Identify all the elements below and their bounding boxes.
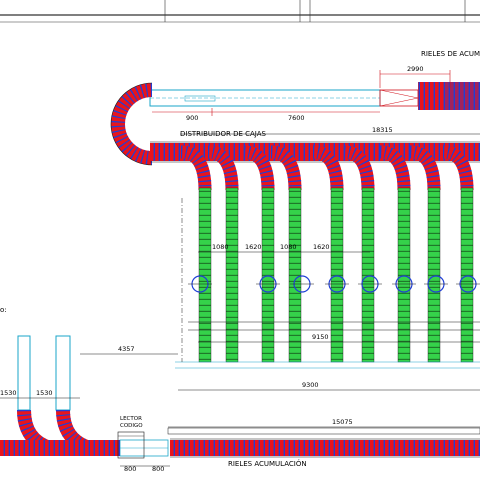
diverter-curve	[442, 145, 474, 191]
green-lane	[288, 187, 302, 363]
text-labels: RIELES DE ACUM DISTRIBUIDOR DE CAJAS LEC…	[0, 50, 480, 473]
top-curve-conveyor	[110, 82, 153, 166]
bottom-left-lanes	[0, 335, 100, 456]
sorting-lanes	[180, 145, 474, 363]
label-left-cut: o:	[0, 306, 7, 314]
green-lane	[225, 187, 239, 363]
green-lane	[330, 187, 344, 363]
diverter-curve	[180, 145, 212, 191]
dim-2990: 2990	[407, 65, 424, 73]
lower-structure	[175, 198, 480, 369]
diverter-curve	[409, 145, 441, 191]
label-lector: LECTOR	[120, 416, 142, 422]
label-codigo: CODIGO	[120, 423, 143, 429]
green-lane	[198, 187, 212, 363]
green-lane	[397, 187, 411, 363]
bottom-accumulation-conveyor	[96, 427, 480, 458]
diverter-curve	[243, 145, 275, 191]
dim-1080-a: 1080	[212, 243, 229, 251]
dim-7600: 7600	[288, 114, 305, 122]
dim-15075: 15075	[332, 418, 353, 426]
dim-18315: 18315	[372, 126, 393, 134]
dimension-lines	[0, 70, 480, 467]
dim-800-b: 800	[152, 465, 164, 473]
dim-1620-b: 1620	[313, 243, 330, 251]
label-distribuidor: DISTRIBUIDOR DE CAJAS	[180, 130, 267, 138]
dim-800-a: 800	[124, 465, 136, 473]
dim-900: 900	[186, 114, 198, 122]
dim-4357: 4357	[118, 345, 135, 353]
green-lane	[361, 187, 375, 363]
dim-9300: 9300	[302, 381, 319, 389]
dim-1620-a: 1620	[245, 243, 262, 251]
green-lane	[460, 187, 474, 363]
diverter-curve	[207, 145, 239, 191]
diverter-curve	[312, 145, 344, 191]
diverter-curve	[379, 145, 411, 191]
diverter-curve	[343, 145, 375, 191]
dim-9150: 9150	[312, 333, 329, 341]
lector-codigo-block	[117, 431, 145, 459]
dim-1080-b: 1080	[280, 243, 297, 251]
green-lane	[427, 187, 441, 363]
dim-1530-a: 1530	[0, 389, 17, 397]
diverter-symbols-row	[188, 275, 480, 293]
green-lane	[261, 187, 275, 363]
dim-1530-b: 1530	[36, 389, 53, 397]
label-rieles-top: RIELES DE ACUM	[421, 50, 480, 58]
label-rieles-bottom: RIELES ACUMULACIÓN	[228, 459, 307, 468]
frame-top	[0, 0, 480, 23]
diverter-curve	[270, 145, 302, 191]
top-return-conveyor	[149, 82, 480, 110]
